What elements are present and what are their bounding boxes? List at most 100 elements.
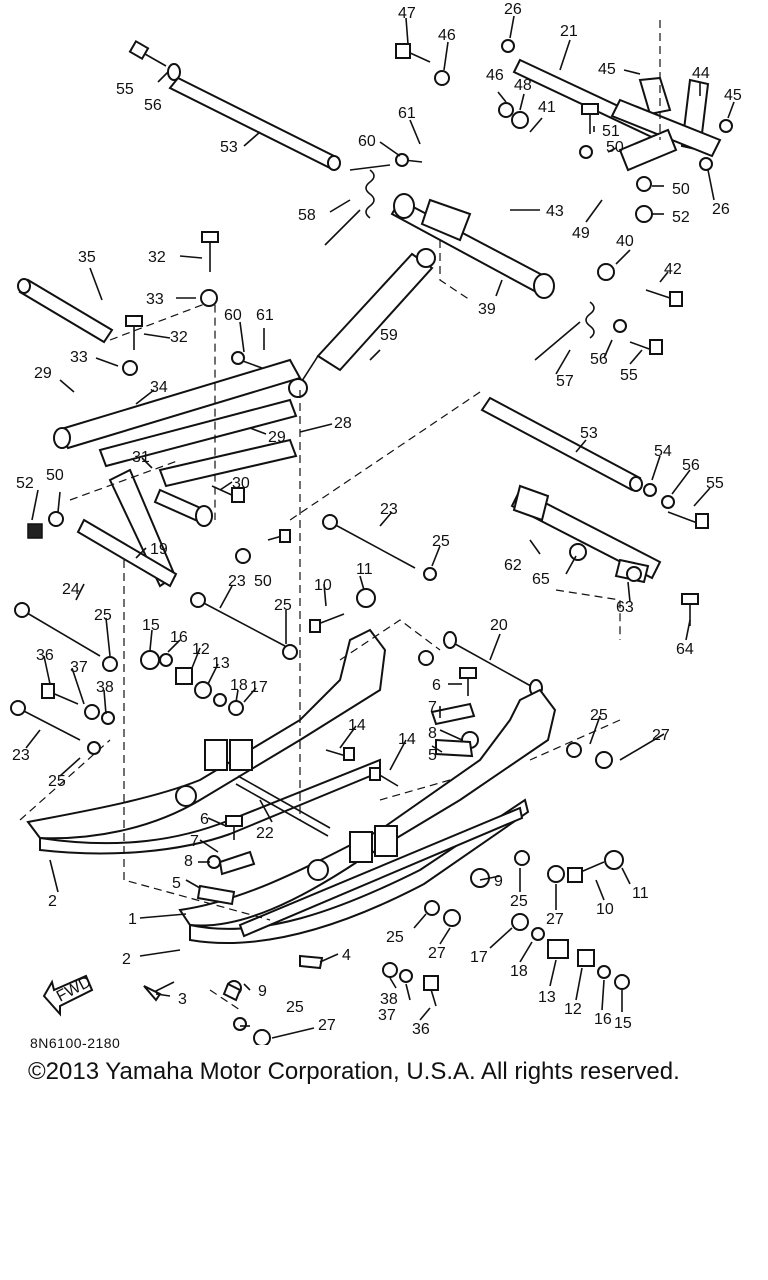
callout: 57 [556,373,574,390]
front-arm-39 [390,193,555,299]
bolt-55-top [128,39,181,81]
callout: 51 [602,123,620,140]
callout: 29 [268,429,286,446]
callout: 47 [398,5,416,22]
callout: 27 [652,727,670,744]
callout: 26 [504,1,522,18]
callout: 52 [672,209,690,226]
callout-labels: 47 46 26 21 45 44 45 46 48 41 51 50 50 5… [12,1,742,1038]
copyright-notice: ©2013 Yamaha Motor Corporation, U.S.A. A… [28,1058,680,1085]
spring-58 [324,164,391,246]
callout: 28 [334,415,352,432]
callout: 36 [36,647,54,664]
callout: 62 [504,557,522,574]
callout: 36 [412,1021,430,1038]
callout: 61 [256,307,274,324]
callout: 53 [220,139,238,156]
callout: 60 [224,307,242,324]
callout: 8 [428,725,437,742]
fwd-arrow-icon: FWD [42,973,94,1017]
arm-44 [610,76,722,172]
callout: 19 [150,541,168,558]
callout: 1 [128,911,137,928]
callout: 12 [192,641,210,658]
drawing-code: 8N6100-2180 [30,1035,121,1051]
callout: 25 [94,607,112,624]
rail-brackets [175,739,398,881]
callout: 55 [706,475,724,492]
callout: 2 [122,951,131,968]
callout: 8 [184,853,193,870]
callout: 64 [676,641,694,658]
callout: 12 [564,1001,582,1018]
callout: 37 [378,1007,396,1024]
callout: 25 [386,929,404,946]
callout: 50 [254,573,272,590]
callout: 42 [664,261,682,278]
callout: 20 [490,617,508,634]
callout: 15 [142,617,160,634]
callout: 55 [116,81,134,98]
callout: 32 [148,249,166,266]
callout: 56 [682,457,700,474]
callout: 18 [510,963,528,980]
callout: 29 [34,365,52,382]
callout: 22 [256,825,274,842]
callout: 10 [314,577,332,594]
callout: 25 [48,773,66,790]
callout: 15 [614,1015,632,1032]
callout: 34 [150,379,168,396]
callout: 53 [580,425,598,442]
callout: 31 [132,449,150,466]
callout: 60 [358,133,376,150]
shaft-35 [17,278,114,344]
parts-diagram: FWD [10,1,742,1045]
callout: 32 [170,329,188,346]
callout: 23 [12,747,30,764]
callout: 49 [572,225,590,242]
callout: 11 [632,885,649,902]
callout: 50 [46,467,64,484]
callout: 58 [298,207,316,224]
callout: 50 [606,139,624,156]
callout: 65 [532,571,550,588]
callout: 14 [348,717,366,734]
bolts-23-24 [10,514,543,741]
callout: 5 [172,875,181,892]
callout: 46 [438,27,456,44]
spring-57 [534,301,595,361]
cross-shaft-22 [235,775,331,837]
shaft-53-right [480,396,643,492]
callout: 13 [212,655,230,672]
callout: 48 [514,77,532,94]
callout: 39 [478,301,496,318]
assembly-lines [19,20,661,1011]
callout: 50 [672,181,690,198]
callout: 17 [470,949,488,966]
callout: 41 [538,99,556,116]
callout: 7 [428,699,437,716]
callout: 11 [356,561,373,578]
callout: 40 [616,233,634,250]
callout: 56 [590,351,608,368]
callout: 3 [178,991,187,1008]
callout: 44 [692,65,710,82]
callout: 38 [380,991,398,1008]
callout: 38 [96,679,114,696]
callout: 37 [70,659,88,676]
callout: 18 [230,677,248,694]
callout: 61 [398,105,416,122]
callout: 63 [616,599,634,616]
callout: 25 [286,999,304,1016]
callout: 13 [538,989,556,1006]
callout: 6 [200,811,209,828]
callout: 25 [432,533,450,550]
leader-lines [25,15,735,1039]
callout: 14 [398,731,416,748]
arm-19 [76,468,178,588]
shaft-53-top [168,76,341,171]
callout: 59 [380,327,398,344]
callout: 25 [510,893,528,910]
callout: 6 [432,677,441,694]
callout: 17 [250,679,268,696]
